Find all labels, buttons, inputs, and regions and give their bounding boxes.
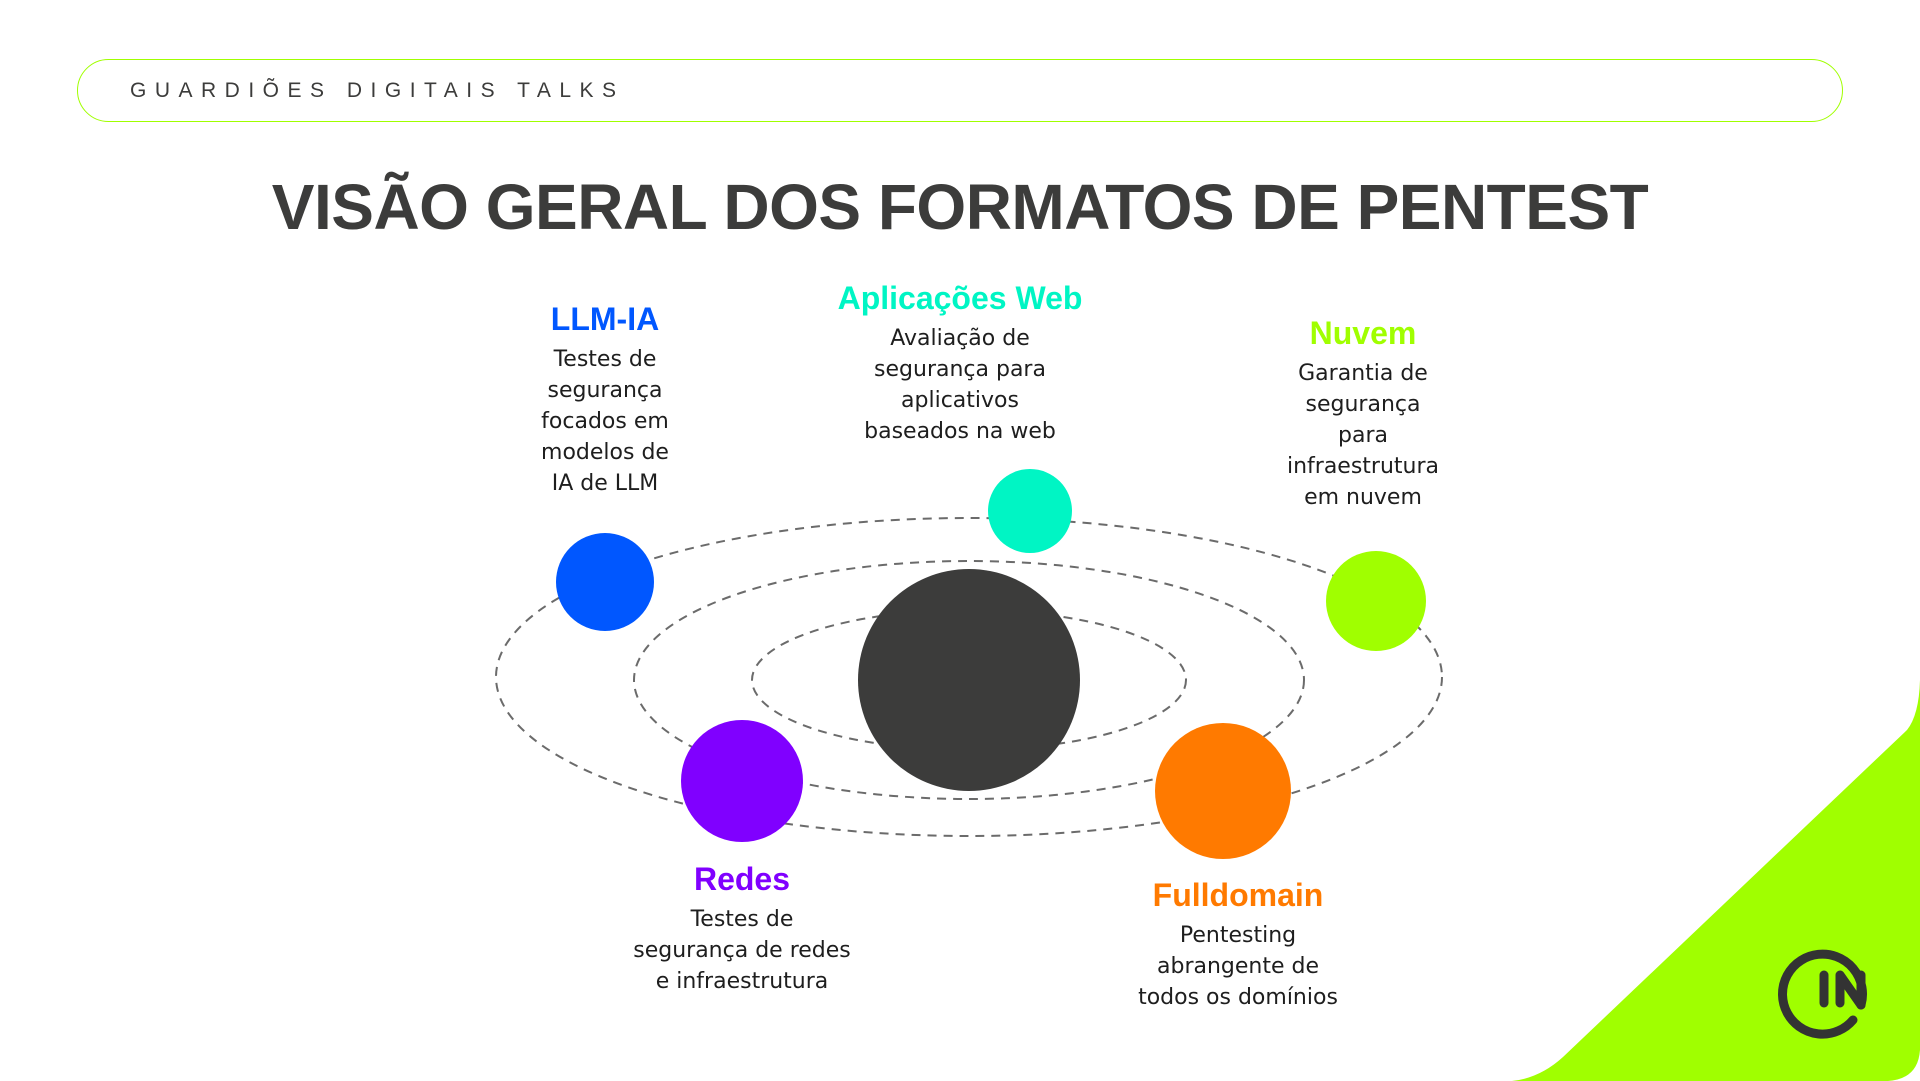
desc-line: segurança (547, 378, 663, 403)
format-description: Pentesting abrangente de todos os domíni… (1138, 920, 1338, 1013)
desc-line: segurança (1305, 392, 1421, 417)
page-title: VISÃO GERAL DOS FORMATOS DE PENTEST (271, 171, 1649, 243)
desc-line: IA de LLM (551, 471, 659, 496)
company-logo (1778, 949, 1868, 1039)
desc-line: todos os domínios (1138, 985, 1338, 1010)
desc-line: e infraestrutura (655, 969, 829, 994)
desc-line: modelos de (541, 440, 669, 465)
desc-line: Garantia de (1298, 361, 1428, 386)
format-title: Aplicações Web (837, 280, 1083, 316)
desc-line: Pentesting (1179, 923, 1297, 948)
desc-line: segurança para (874, 357, 1046, 382)
format-description: Garantia de segurança para infraestrutur… (1287, 358, 1439, 513)
format-network: Redes Testes de segurança de redes e inf… (633, 860, 851, 997)
format-title: Redes (693, 861, 791, 897)
desc-line: Testes de (553, 347, 657, 372)
cloud-planet (1326, 551, 1426, 651)
format-description: Avaliação de segurança para aplicativos … (838, 323, 1083, 447)
web-planet (988, 469, 1072, 553)
event-header-pill: GUARDIÕES DIGITAIS TALKS (77, 59, 1843, 122)
format-title: Nuvem (1309, 315, 1417, 351)
outer-orbit (495, 517, 1443, 837)
fulldomain-planet (1155, 723, 1291, 859)
desc-line: abrangente de (1156, 954, 1320, 979)
network-planet (681, 720, 803, 842)
desc-line: focados em (541, 409, 669, 434)
format-description: Testes de segurança focados em modelos d… (541, 344, 669, 499)
center-planet (858, 569, 1080, 791)
format-description: Testes de segurança de redes e infraestr… (633, 904, 851, 997)
format-title: LLM-IA (550, 301, 660, 337)
desc-line: baseados na web (864, 419, 1056, 444)
desc-line: Testes de (690, 907, 794, 932)
desc-line: em nuvem (1304, 485, 1422, 510)
desc-line: para (1338, 423, 1388, 448)
accent-corner-shape (1512, 680, 1920, 1081)
format-cloud: Nuvem Garantia de segurança para infraes… (1287, 314, 1439, 513)
desc-line: aplicativos (901, 388, 1019, 413)
llm-planet (556, 533, 654, 631)
desc-line: Avaliação de (890, 326, 1030, 351)
middle-orbit (633, 560, 1305, 800)
format-fulldomain: Fulldomain Pentesting abrangente de todo… (1138, 876, 1338, 1013)
desc-line: infraestrutura (1286, 454, 1440, 479)
event-name: GUARDIÕES DIGITAIS TALKS (130, 78, 625, 102)
format-web: Aplicações Web Avaliação de segurança pa… (838, 279, 1083, 447)
desc-line: segurança de redes (633, 938, 851, 963)
format-title: Fulldomain (1152, 877, 1324, 913)
format-llm: LLM-IA Testes de segurança focados em mo… (541, 300, 669, 499)
